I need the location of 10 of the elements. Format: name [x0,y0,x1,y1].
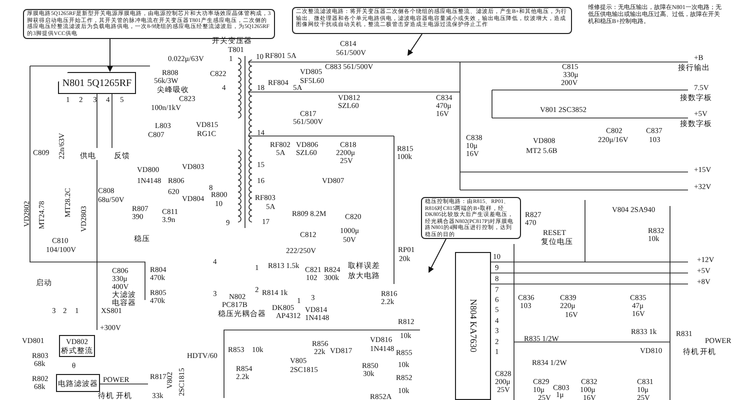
leader-arrow [407,34,422,56]
component-label: N801 5Q1265RF [62,78,132,88]
leader-arrow [107,38,113,72]
component-box [56,374,100,392]
component-box [59,335,95,357]
component-label: N804 KA7630 [468,299,478,353]
leader-arrow [428,238,446,273]
ic-chip [455,252,491,400]
callout-box [292,7,572,34]
ic-chip [58,72,136,94]
